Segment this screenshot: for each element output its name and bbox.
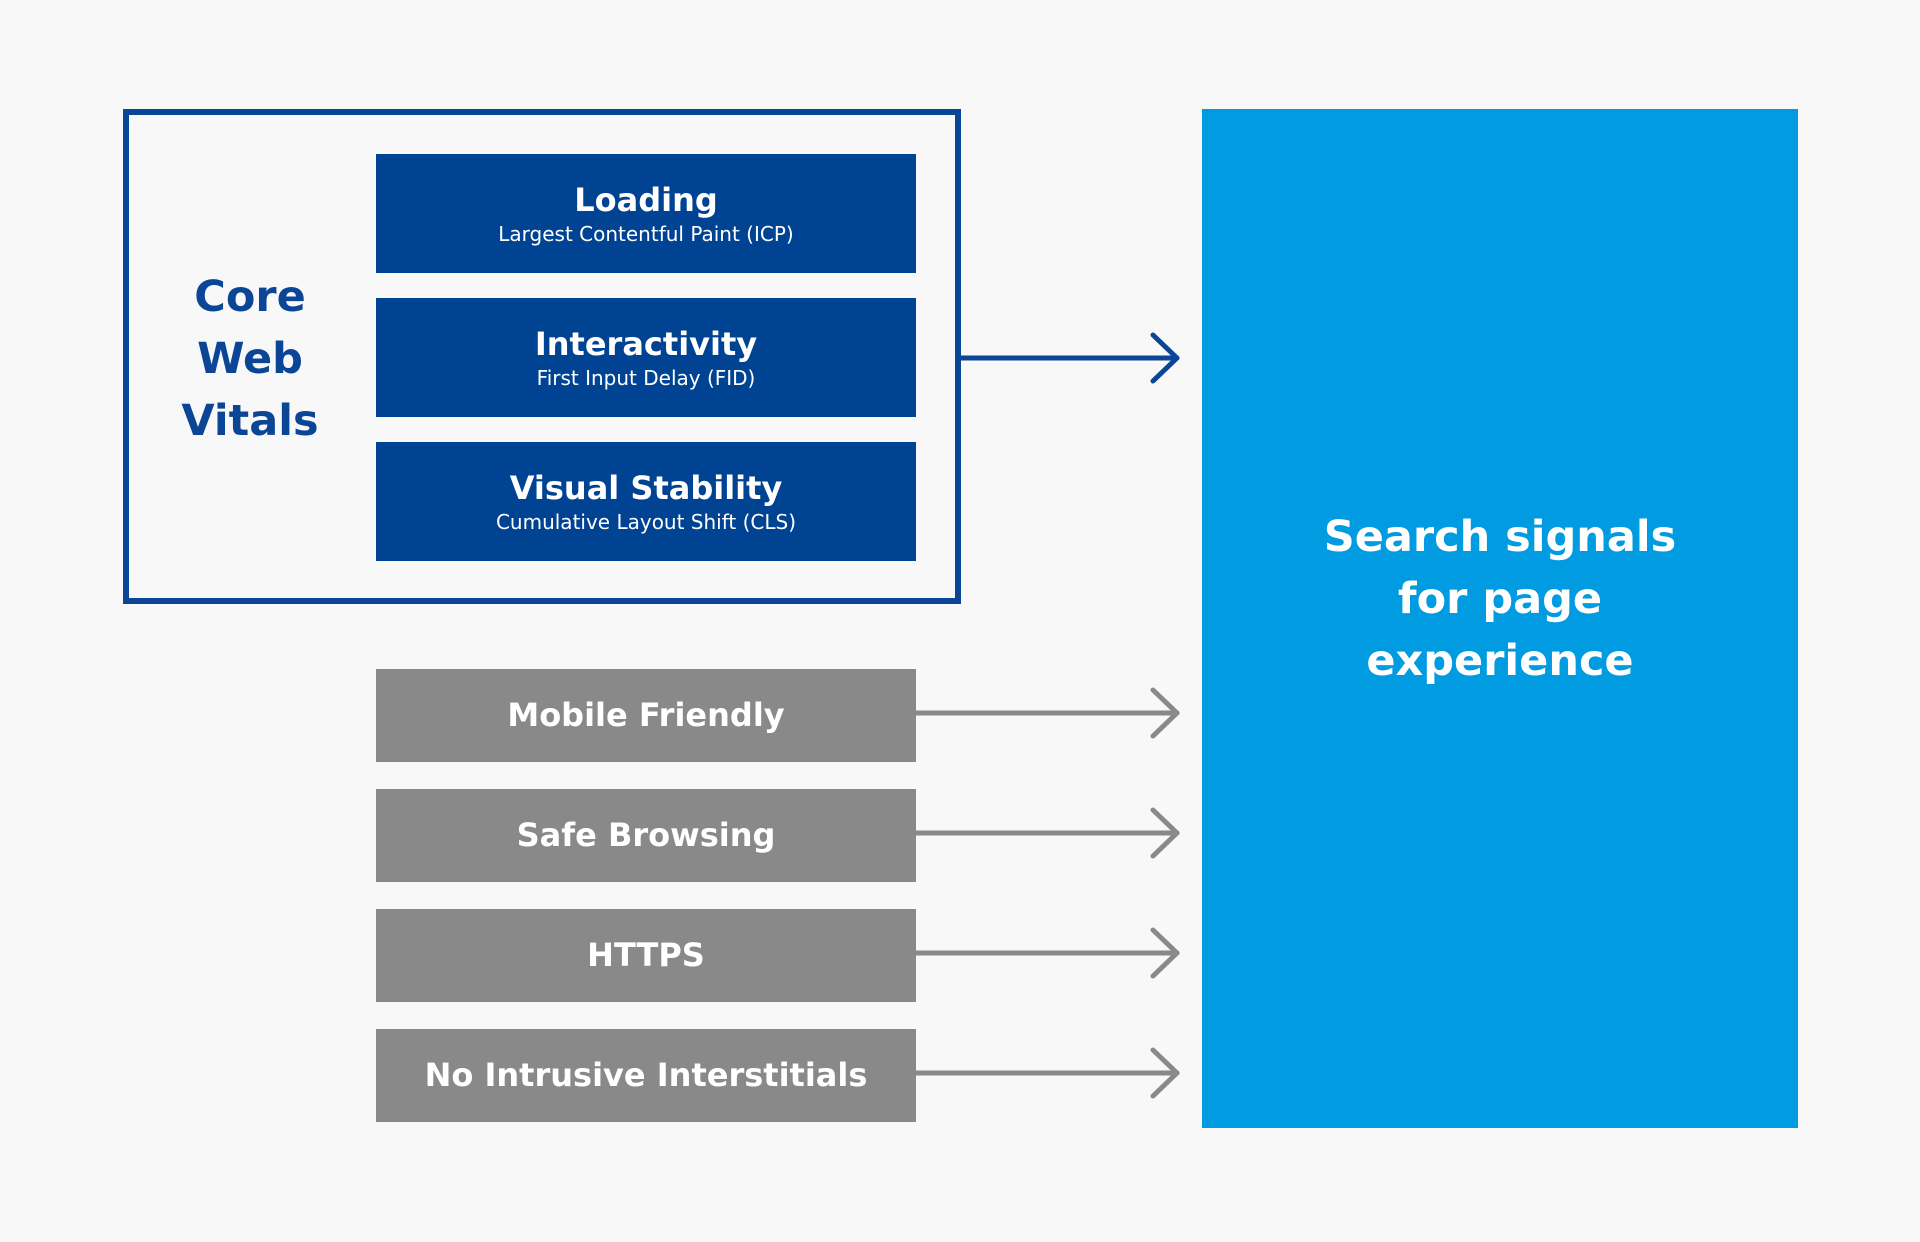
page-experience-title-line: experience — [1366, 635, 1634, 686]
arrow-head — [1150, 332, 1180, 384]
core-web-vitals-title-line: Vitals — [181, 396, 319, 446]
page-experience-box: Search signals for page experience — [1202, 109, 1798, 1128]
metric-box-visual-stability: Visual Stability Cumulative Layout Shift… — [376, 442, 916, 561]
metric-detail: First Input Delay (FID) — [536, 365, 756, 390]
page-experience-title-line: Search signals — [1323, 511, 1677, 562]
signal-arrow-https — [913, 927, 1180, 979]
signal-box-mobile-friendly: Mobile Friendly — [376, 669, 916, 762]
page-experience-title: Search signals for page experience — [1324, 506, 1677, 692]
core-web-vitals-title-line: Web — [197, 334, 303, 384]
core-web-vitals-title: Core Web Vitals — [172, 266, 328, 452]
signal-arrow-no-intrusive-interstitials — [913, 1047, 1180, 1099]
metric-detail: Largest Contentful Paint (ICP) — [498, 221, 794, 246]
arrow-head — [1150, 807, 1180, 859]
signal-box-https: HTTPS — [376, 909, 916, 1002]
arrow-head — [1150, 927, 1180, 979]
metric-name: Loading — [574, 180, 718, 219]
signal-arrow-safe-browsing — [913, 807, 1180, 859]
signal-box-safe-browsing: Safe Browsing — [376, 789, 916, 882]
core-web-vitals-arrow — [958, 332, 1180, 384]
core-web-vitals-title-line: Core — [194, 272, 306, 322]
metric-name: Interactivity — [534, 324, 758, 363]
metric-box-interactivity: Interactivity First Input Delay (FID) — [376, 298, 916, 417]
core-web-vitals-group — [123, 109, 961, 604]
arrow-head — [1150, 687, 1180, 739]
signal-arrow-mobile-friendly — [913, 687, 1180, 739]
metric-box-loading: Loading Largest Contentful Paint (ICP) — [376, 154, 916, 273]
metric-detail: Cumulative Layout Shift (CLS) — [495, 509, 797, 534]
page-experience-title-line: for page — [1397, 573, 1603, 624]
arrow-head — [1150, 1047, 1180, 1099]
signal-box-no-intrusive-interstitials: No Intrusive Interstitials — [376, 1029, 916, 1122]
metric-name: Visual Stability — [509, 468, 783, 507]
